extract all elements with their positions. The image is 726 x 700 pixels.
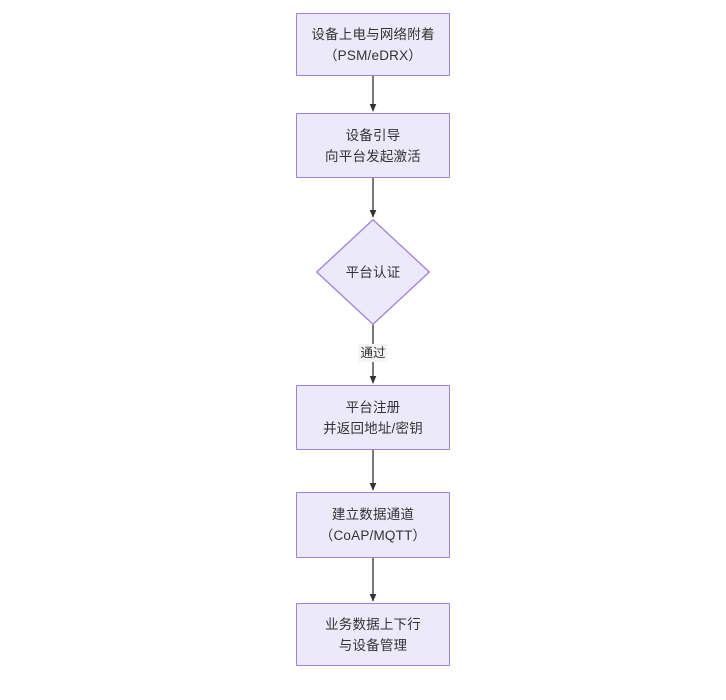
node-business-data-and-device-management[interactable]: 业务数据上下行 与设备管理 <box>296 603 450 666</box>
node-label: 设备上电与网络附着 （PSM/eDRX） <box>311 26 435 63</box>
node-label: 平台注册 并返回地址/密钥 <box>323 399 423 436</box>
node-establish-data-channel[interactable]: 建立数据通道 （CoAP/MQTT） <box>296 492 450 558</box>
node-decision-platform-auth[interactable]: 平台认证 <box>316 219 430 325</box>
node-label: 平台认证 <box>345 264 401 280</box>
node-power-on-network-attach[interactable]: 设备上电与网络附着 （PSM/eDRX） <box>296 13 450 76</box>
node-label: 建立数据通道 （CoAP/MQTT） <box>319 507 427 543</box>
node-platform-register-return-addr-key[interactable]: 平台注册 并返回地址/密钥 <box>296 385 450 450</box>
diamond-shape-icon <box>316 219 430 325</box>
edge-label-pass: 通过 <box>358 344 388 362</box>
node-label: 业务数据上下行 与设备管理 <box>325 616 421 653</box>
node-label: 设备引导 向平台发起激活 <box>325 127 421 164</box>
node-device-bootstrap-activation[interactable]: 设备引导 向平台发起激活 <box>296 113 450 178</box>
